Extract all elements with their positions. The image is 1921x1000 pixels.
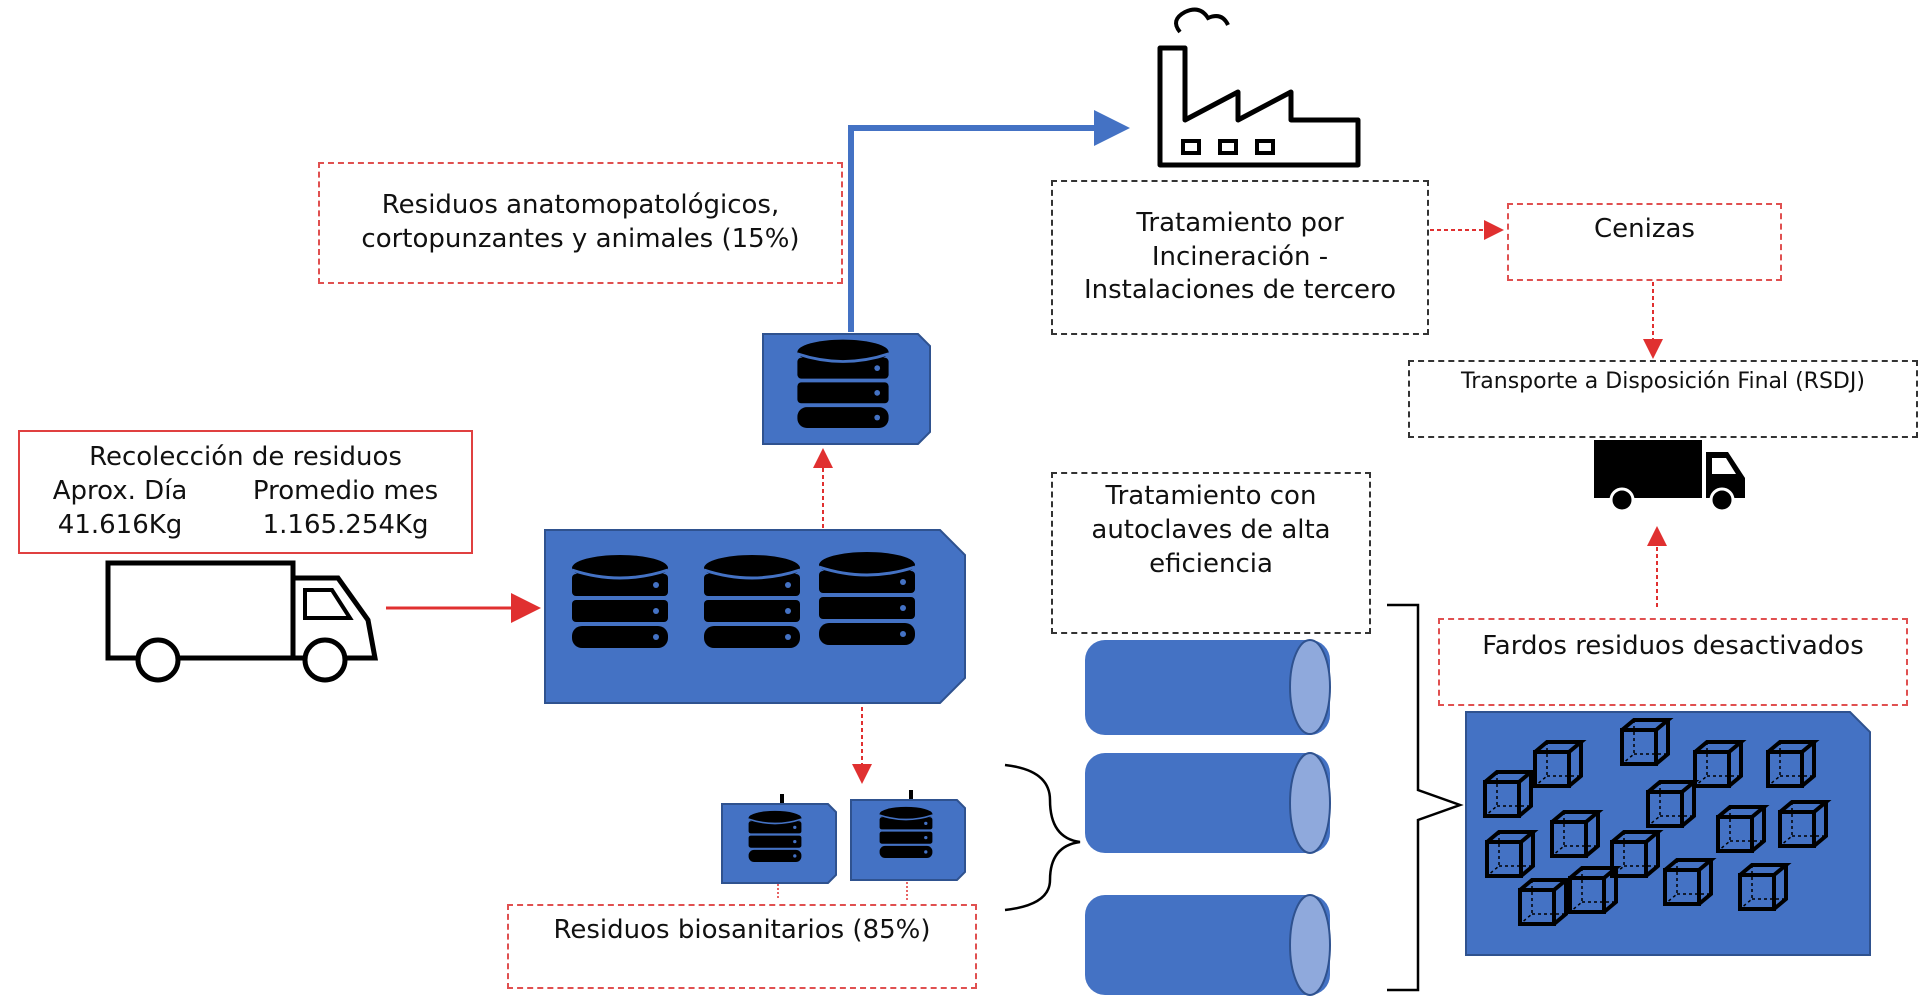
day-label: Aprox. Día (52, 476, 188, 507)
autoclave-line1: Tratamiento con (1105, 481, 1317, 511)
final-transport-truck-icon (1594, 440, 1745, 513)
incineration-line2: Incineración - (1151, 241, 1329, 272)
ashes-box: Cenizas (1507, 203, 1782, 281)
anatomo-line2: cortopunzantes y animales (15%) (361, 224, 800, 254)
collection-truck-icon (105, 560, 379, 683)
day-value: 41.616Kg (57, 509, 183, 540)
incineration-line1: Tratamiento por (1136, 207, 1344, 238)
autoclave-cylinders (1085, 639, 1331, 996)
biosanitary-label: Residuos biosanitarios (85%) (553, 915, 931, 945)
incineration-box: Tratamiento por Incineración - Instalaci… (1051, 180, 1429, 335)
central-storage-container (544, 529, 966, 704)
collection-box: Recolección de residuos Aprox. Día 41.61… (18, 430, 473, 554)
biosanitary-box: Residuos biosanitarios (85%) (507, 904, 977, 989)
anatomo-box: Residuos anatomopatológicos, cortopunzan… (318, 162, 843, 284)
brace-autoclaves (1004, 763, 1081, 912)
autoclave-line2: autoclaves de alta (1091, 514, 1331, 545)
incineration-line3: Instalaciones de tercero (1083, 275, 1397, 306)
transport-label: Transporte a Disposición Final (RSDJ) (1461, 369, 1865, 394)
brace-bales (1387, 603, 1464, 992)
transport-box: Transporte a Disposición Final (RSDJ) (1408, 360, 1918, 438)
bales-label: Fardos residuos desactivados (1482, 631, 1864, 661)
bales-box: Fardos residuos desactivados (1438, 618, 1908, 706)
collection-title: Recolección de residuos (89, 442, 402, 473)
biosanitary-containers (721, 790, 966, 900)
month-label: Promedio mes (252, 476, 439, 507)
arrow-to-incineration (848, 110, 1130, 332)
autoclave-line3: eficiencia (1149, 548, 1273, 579)
ashes-label: Cenizas (1594, 214, 1695, 244)
anatomo-storage-container (762, 333, 931, 445)
month-value: 1.165.254Kg (262, 509, 429, 540)
autoclave-box: Tratamiento con autoclaves de alta efici… (1051, 472, 1371, 634)
anatomo-line1: Residuos anatomopatológicos, (381, 190, 780, 221)
bales-container (1465, 711, 1871, 956)
factory-icon (1157, 7, 1361, 168)
